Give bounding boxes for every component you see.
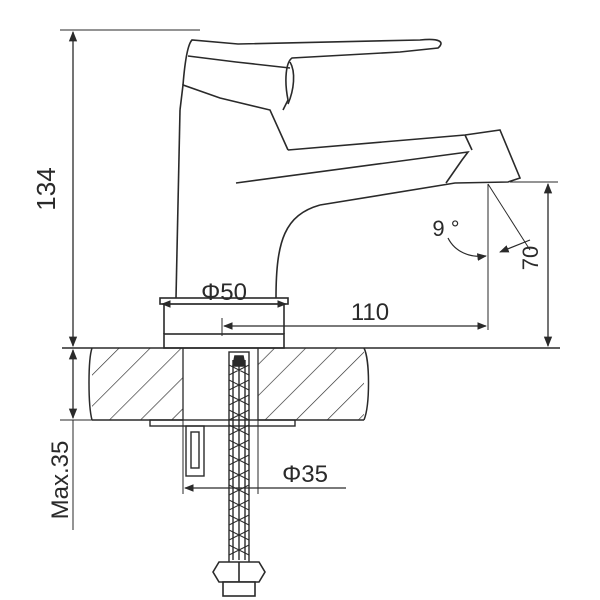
countertop-section [62,347,560,421]
spout-angle-label: 9 ° [432,216,459,241]
dimension-overall-height: 134 [31,29,200,348]
dimension-base-diameter: Φ50 [161,279,287,308]
dimension-spout-height: 70 [510,181,558,348]
dimension-spout-reach: 110 [221,184,489,336]
dimension-spout-angle: 9 ° [432,183,531,261]
dimension-max-deck: Max.35 [47,348,92,530]
base-diameter-label: Φ50 [201,279,247,306]
hole-diameter-label: Φ35 [282,461,328,488]
overall-height-label: 134 [31,167,61,210]
hose-braid [228,364,250,556]
spout-height-label: 70 [518,246,543,270]
dimension-hole-diameter: Φ35 [182,420,346,494]
max-deck-label: Max.35 [47,441,74,520]
spout-reach-label: 110 [351,299,389,326]
hose-nut [212,355,266,597]
